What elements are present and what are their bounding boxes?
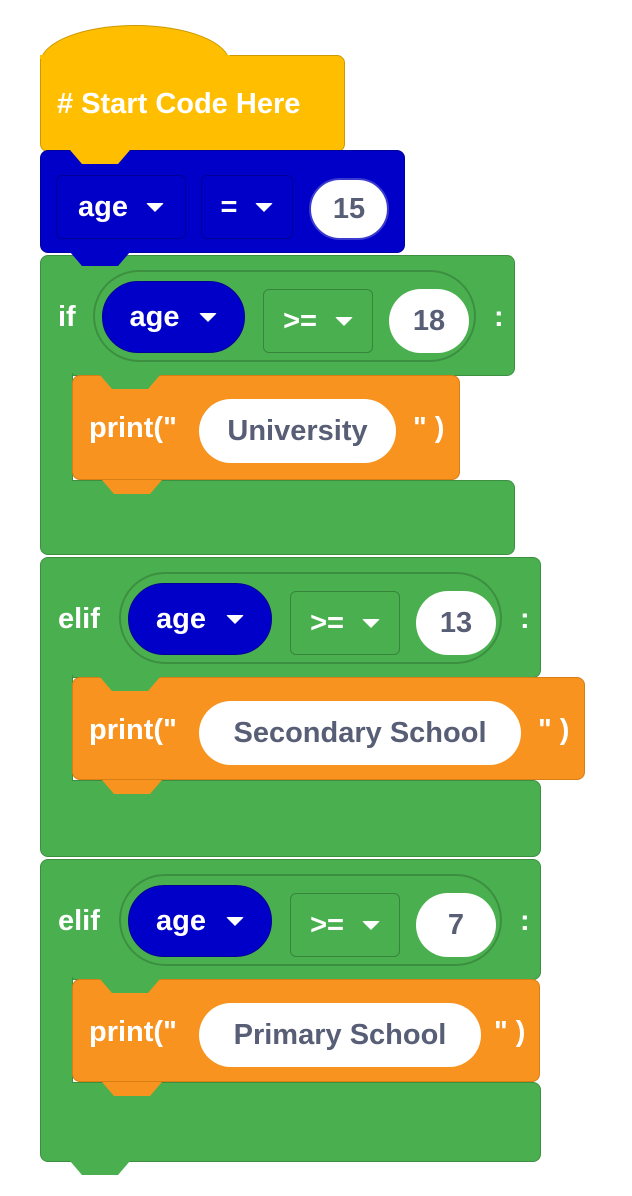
- print-close: " ): [494, 1016, 526, 1048]
- hat-notch: [70, 150, 130, 164]
- value-input[interactable]: 7: [416, 893, 496, 957]
- bottom-notch: [70, 1161, 130, 1175]
- variable-dropdown[interactable]: age: [128, 583, 272, 655]
- operator-dropdown[interactable]: >=: [290, 893, 400, 957]
- block-footer: [40, 480, 515, 555]
- operator: >=: [283, 304, 317, 337]
- colon: :: [520, 905, 530, 937]
- print-notch: [102, 1082, 162, 1096]
- print-text-input[interactable]: Secondary School: [199, 701, 521, 765]
- header-notch: [100, 979, 160, 993]
- value-input[interactable]: 18: [389, 289, 469, 353]
- print-close: " ): [538, 714, 570, 746]
- hat-block-label: # Start Code Here: [57, 88, 301, 120]
- operator-dropdown[interactable]: >=: [263, 289, 373, 353]
- variable-name: age: [129, 300, 180, 333]
- condition-header[interactable]: elif age >= 7 :: [40, 859, 541, 980]
- print-open: print(": [89, 714, 177, 746]
- c-arm: [40, 977, 73, 1086]
- operator-dropdown[interactable]: >=: [290, 591, 400, 655]
- condition-slot: age >= 18: [93, 270, 476, 362]
- print-block[interactable]: print(" University " ): [72, 375, 460, 480]
- keyword: elif: [58, 603, 100, 635]
- chevron-down-icon: [255, 202, 274, 212]
- print-close: " ): [413, 412, 445, 444]
- print-notch: [102, 480, 162, 494]
- print-block[interactable]: print(" Primary School " ): [72, 979, 540, 1082]
- value-input[interactable]: 13: [416, 591, 496, 655]
- print-block[interactable]: print(" Secondary School " ): [72, 677, 585, 780]
- print-notch: [102, 780, 162, 794]
- header-notch: [100, 375, 160, 389]
- condition-slot: age >= 13: [119, 572, 502, 664]
- chevron-down-icon: [361, 920, 380, 930]
- value-input[interactable]: 15: [309, 178, 389, 240]
- c-arm: [40, 675, 73, 784]
- keyword: elif: [58, 905, 100, 937]
- print-text-input[interactable]: Primary School: [199, 1003, 481, 1067]
- keyword: if: [58, 301, 76, 333]
- operator: >=: [310, 606, 344, 639]
- operator: >=: [310, 908, 344, 941]
- variable-name: age: [156, 904, 206, 937]
- operator-dropdown[interactable]: =: [201, 175, 293, 239]
- chevron-down-icon: [334, 316, 353, 326]
- print-text-input[interactable]: University: [199, 399, 396, 463]
- variable-name: age: [78, 190, 128, 223]
- chevron-down-icon: [361, 618, 380, 628]
- operator: =: [220, 190, 238, 223]
- variable-dropdown[interactable]: age: [56, 175, 186, 239]
- chevron-down-icon: [145, 202, 164, 212]
- print-open: print(": [89, 412, 177, 444]
- assign-notch: [70, 252, 130, 266]
- variable-name: age: [156, 602, 206, 635]
- print-open: print(": [89, 1016, 177, 1048]
- condition-header[interactable]: elif age >= 13 :: [40, 557, 541, 678]
- colon: :: [520, 603, 530, 635]
- chevron-down-icon: [225, 916, 244, 926]
- variable-dropdown[interactable]: age: [102, 281, 245, 353]
- condition-slot: age >= 7: [119, 874, 502, 966]
- variable-dropdown[interactable]: age: [128, 885, 272, 957]
- chevron-down-icon: [225, 614, 244, 624]
- colon: :: [494, 301, 504, 333]
- chevron-down-icon: [199, 312, 218, 322]
- condition-header[interactable]: if age >= 18 :: [40, 255, 515, 376]
- c-arm: [40, 373, 73, 484]
- assign-block[interactable]: age = 15: [40, 150, 405, 253]
- hat-block[interactable]: # Start Code Here: [40, 55, 345, 152]
- header-notch: [100, 677, 160, 691]
